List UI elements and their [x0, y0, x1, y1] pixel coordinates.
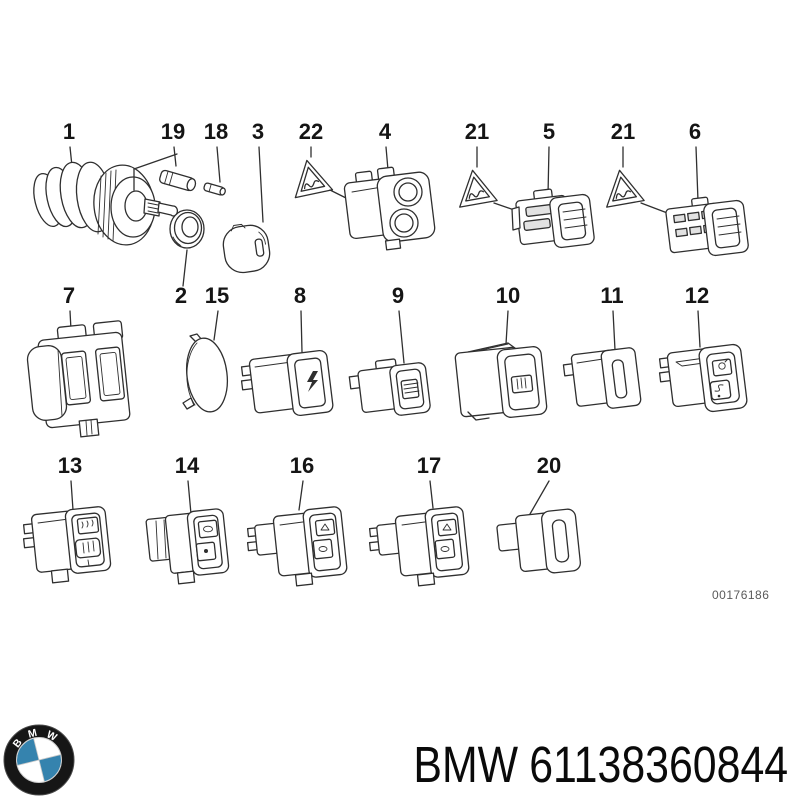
part-1-illustration [33, 153, 179, 246]
part-label-20: 20 [536, 453, 562, 478]
brand-text: BMW [413, 736, 518, 793]
part-5-illustration [511, 188, 595, 249]
part-17-illustration [368, 506, 470, 587]
part-8-illustration [240, 349, 334, 417]
part-number-text: 61138360844 [529, 736, 788, 793]
part-14-illustration [145, 508, 230, 585]
leader-lines [69, 146, 701, 515]
part-15-illustration [182, 333, 229, 413]
part-12-illustration [658, 343, 748, 413]
part-label-18: 18 [203, 119, 229, 144]
part-label-21a: 21 [464, 119, 490, 144]
part-label-14: 14 [174, 453, 200, 478]
part-20-illustration [496, 508, 582, 574]
part-21b-illustration [600, 166, 645, 208]
part-label-10: 10 [495, 283, 521, 308]
part-18-illustration [203, 182, 226, 196]
part-label-21b: 21 [610, 119, 636, 144]
part-label-8: 8 [293, 283, 307, 308]
part-label-15: 15 [204, 283, 230, 308]
part-label-4: 4 [378, 119, 392, 144]
part-label-3: 3 [251, 119, 265, 144]
part-label-6: 6 [688, 119, 702, 144]
part-7-illustration [26, 320, 131, 438]
part-label-22: 22 [298, 119, 324, 144]
part-label-9: 9 [391, 283, 405, 308]
bmw-logo: B M W [3, 724, 75, 796]
part-9-illustration [348, 358, 431, 416]
logo-letter-m: M [27, 727, 39, 741]
part-2-illustration [169, 209, 205, 249]
part-label-2: 2 [174, 283, 188, 308]
part-10-illustration [454, 342, 548, 421]
part-label-16: 16 [289, 453, 315, 478]
part-label-7: 7 [62, 283, 76, 308]
part-6-illustration [665, 196, 749, 257]
part-22-illustration [287, 155, 334, 199]
part-label-13: 13 [57, 453, 83, 478]
image-code: 00176186 [712, 588, 770, 602]
part-3-illustration [222, 223, 271, 274]
part-13-illustration [22, 506, 112, 584]
part-label-1: 1 [62, 119, 76, 144]
part-label-5: 5 [542, 119, 556, 144]
part-label-19: 19 [160, 119, 186, 144]
part-21a-illustration [453, 166, 498, 208]
part-16-illustration [246, 506, 348, 587]
part-4-illustration [343, 166, 436, 251]
diagram-line-art [22, 146, 749, 587]
part-label-11: 11 [600, 283, 624, 308]
part-19-illustration [159, 169, 197, 192]
part-11-illustration [562, 347, 642, 409]
part-label-17: 17 [416, 453, 442, 478]
part-label-12: 12 [684, 283, 710, 308]
